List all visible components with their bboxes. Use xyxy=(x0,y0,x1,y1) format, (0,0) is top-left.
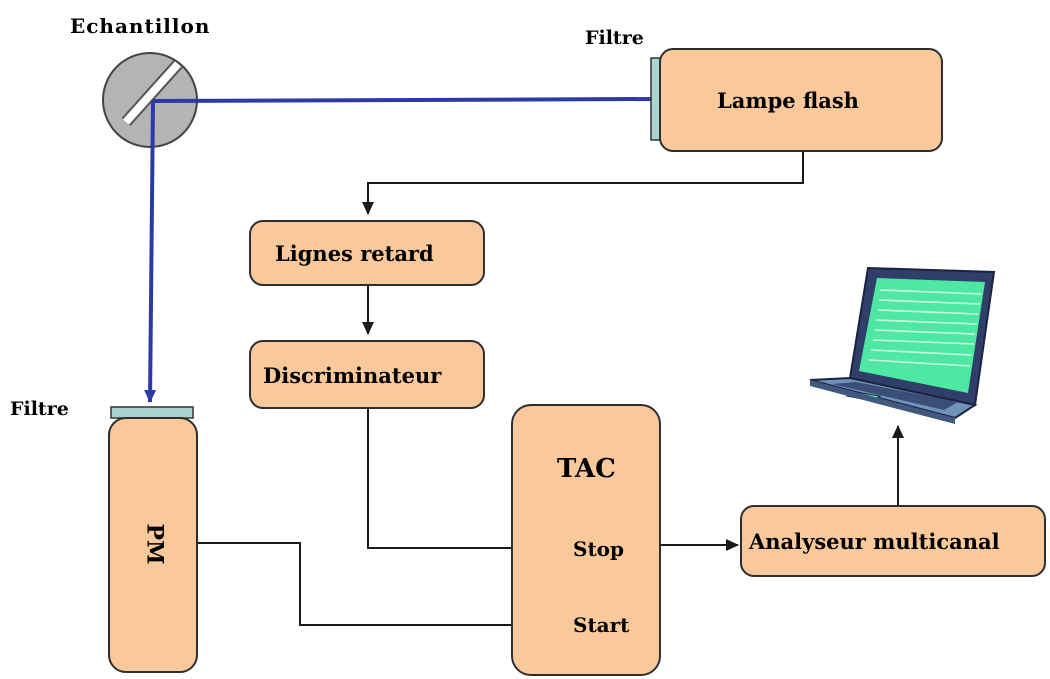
start-label: Start xyxy=(573,613,630,637)
laptop-icon xyxy=(809,266,996,424)
discriminator-label: Discriminateur xyxy=(263,363,442,388)
discriminator-box: Discriminateur xyxy=(249,340,485,409)
delay-lines-box: Lignes retard xyxy=(249,220,485,286)
delay-lines-label: Lignes retard xyxy=(275,241,434,266)
label-echantillon: Echantillon xyxy=(70,14,211,38)
excitation-beam xyxy=(152,97,652,103)
stop-label: Stop xyxy=(573,537,625,561)
sample-holder-icon xyxy=(102,52,198,148)
wire-discriminator-to-stop xyxy=(367,408,539,554)
label-filtre-left: Filtre xyxy=(10,398,69,420)
emission-beam xyxy=(144,100,157,403)
tac-box: TAC Stop Start xyxy=(511,404,661,676)
analyzer-box: Analyseur multicanal xyxy=(740,505,1046,577)
wire-lamp-to-delay xyxy=(362,150,804,215)
label-filtre-top: Filtre xyxy=(585,27,644,49)
lamp-flash-box: Lampe flash xyxy=(659,48,943,152)
pm-box: PM xyxy=(108,417,198,673)
wire-pm-to-start xyxy=(196,542,539,631)
lamp-flash-label: Lampe flash xyxy=(717,88,859,113)
analyzer-label: Analyseur multicanal xyxy=(749,529,1000,554)
pm-label: PM xyxy=(141,523,168,565)
tac-label: TAC xyxy=(557,454,616,484)
